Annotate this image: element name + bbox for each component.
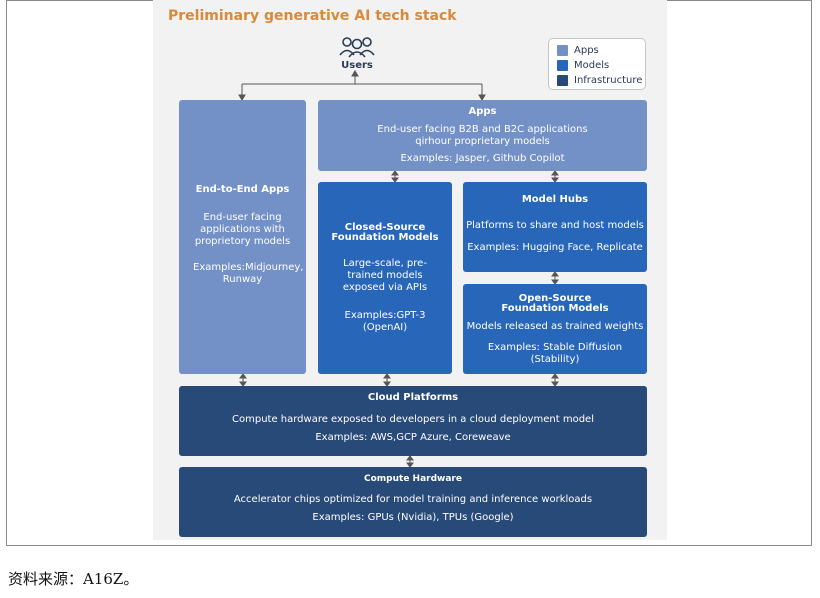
end-to-end-apps-box: End-to-End Apps End-user facing applicat… — [179, 100, 306, 374]
legend-item-infrastructure: Infrastructure — [557, 73, 645, 88]
cloud-examples: Examples: AWS,GCP Azure, Coreweave — [315, 432, 511, 443]
closed-description: Large-scale, pre-trained models exposed … — [342, 258, 428, 293]
cloud-title: Cloud Platforms — [367, 392, 459, 403]
legend-item-models: Models — [557, 58, 645, 73]
open-title-2: Foundation Models — [501, 303, 609, 314]
e2e-title: End-to-End Apps — [195, 184, 290, 195]
hardware-description: Accelerator chips optimized for model tr… — [233, 494, 593, 505]
source-caption: 资料来源：A16Z。 — [8, 570, 139, 588]
model-hubs-box: Model Hubs Platforms to share and host m… — [463, 182, 647, 272]
cloud-platforms-box: Cloud Platforms Compute hardware exposed… — [179, 386, 647, 456]
users-icon — [339, 37, 375, 58]
legend-swatch-models — [557, 60, 568, 71]
legend-swatch-apps — [557, 45, 568, 56]
users-node: Users — [332, 36, 382, 71]
legend-label-infrastructure: Infrastructure — [574, 75, 643, 86]
open-description: Models released as trained weights — [466, 321, 644, 332]
hardware-title: Compute Hardware — [364, 474, 462, 484]
hubs-title: Model Hubs — [521, 194, 589, 205]
hubs-description: Platforms to share and host models — [466, 220, 644, 231]
apps-description-2: qirhour proprietary models — [415, 136, 550, 147]
closed-source-models-box: Closed-Source Foundation Models Large-sc… — [318, 182, 452, 374]
open-source-models-box: Open-Source Foundation Models Models rel… — [463, 284, 647, 374]
closed-examples: Examples:GPT-3 (OpenAI) — [344, 310, 426, 333]
closed-title-1: Closed-Source — [344, 222, 426, 233]
hardware-examples: Examples: GPUs (Nvidia), TPUs (Google) — [312, 512, 514, 523]
apps-title: Apps — [468, 106, 497, 117]
legend-swatch-infrastructure — [557, 75, 568, 86]
apps-box: Apps End-user facing B2B and B2C applica… — [318, 100, 647, 171]
legend-label-models: Models — [574, 60, 610, 71]
users-label: Users — [341, 60, 373, 71]
apps-examples: Examples: Jasper, Github Copilot — [400, 153, 565, 164]
cloud-description: Compute hardware exposed to developers i… — [232, 414, 594, 425]
e2e-description: End-user facing applications with propri… — [194, 212, 291, 247]
legend-item-apps: Apps — [557, 43, 645, 58]
double-arrows — [239, 170, 559, 468]
apps-description-1: End-user facing B2B and B2C applications — [377, 124, 588, 135]
legend: Apps Models Infrastructure — [548, 38, 646, 90]
hubs-examples: Examples: Hugging Face, Replicate — [467, 242, 643, 253]
open-examples: Examples: Stable Diffusion (Stability) — [487, 342, 623, 365]
closed-title-2: Foundation Models — [331, 232, 439, 243]
compute-hardware-box: Compute Hardware Accelerator chips optim… — [179, 467, 647, 537]
open-title-1: Open-Source — [518, 293, 592, 304]
e2e-examples: Examples:Midjourney, Runway — [193, 262, 304, 285]
legend-label-apps: Apps — [574, 45, 599, 56]
diagram-title: Preliminary generative AI tech stack — [168, 8, 457, 24]
